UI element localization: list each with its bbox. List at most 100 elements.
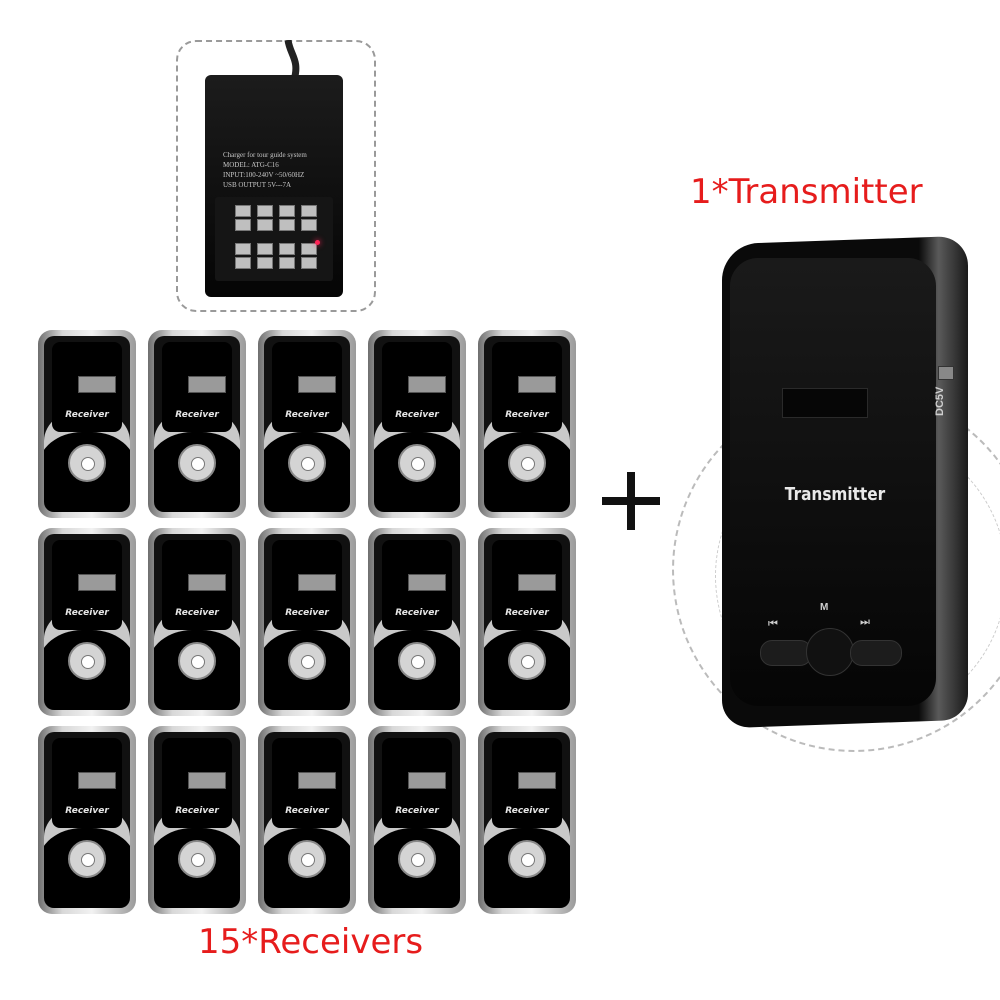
usb-port-icon <box>279 257 295 269</box>
receiver-control-wheel <box>398 642 436 680</box>
usb-port-icon <box>938 366 954 380</box>
usb-port-icon <box>235 243 251 255</box>
receiver-label: Receiver <box>285 806 329 816</box>
receiver-top-panel: Receiver <box>162 540 232 630</box>
receiver-wheel-hub <box>301 853 315 867</box>
receiver-device: Receiver <box>148 726 246 914</box>
charger-ports-panel <box>215 197 333 281</box>
receiver-inner: Receiver <box>264 732 350 908</box>
receiver-screen <box>408 772 446 789</box>
receiver-wheel-hub <box>191 853 205 867</box>
transmitter-label: Transmitter <box>784 484 886 505</box>
receiver-top-panel: Receiver <box>272 738 342 828</box>
receiver-screen <box>78 376 116 393</box>
usb-port-icon <box>257 205 273 217</box>
receiver-top-panel: Receiver <box>382 540 452 630</box>
receiver-control-wheel <box>288 444 326 482</box>
receiver-label: Receiver <box>505 806 549 816</box>
receiver-wheel-hub <box>521 457 535 471</box>
usb-port-icon <box>301 243 317 255</box>
charger-frame <box>176 40 376 312</box>
receiver-device: Receiver <box>478 726 576 914</box>
receiver-inner: Receiver <box>154 534 240 710</box>
receiver-wheel-hub <box>411 457 425 471</box>
usb-port-icon <box>279 243 295 255</box>
receiver-label: Receiver <box>505 410 549 420</box>
transmitter-caption: 1*Transmitter <box>690 172 923 212</box>
receiver-wheel-hub <box>81 853 95 867</box>
receiver-top-panel: Receiver <box>492 738 562 828</box>
transmitter-screen <box>782 388 868 418</box>
transmitter-face: Transmitter M ⏮ ⏭ <box>730 258 936 706</box>
charger-cable <box>284 40 300 80</box>
receiver-control-wheel <box>398 444 436 482</box>
receiver-label: Receiver <box>175 806 219 816</box>
receiver-wheel-hub <box>301 457 315 471</box>
charger-led-icon <box>315 240 320 245</box>
receiver-screen <box>518 376 556 393</box>
receiver-device: Receiver <box>258 726 356 914</box>
receiver-top-panel: Receiver <box>272 540 342 630</box>
receiver-label: Receiver <box>175 608 219 618</box>
receiver-control-wheel <box>508 444 546 482</box>
receiver-top-panel: Receiver <box>52 540 122 630</box>
transmitter-next-button <box>850 640 902 666</box>
receiver-inner: Receiver <box>264 534 350 710</box>
receiver-screen <box>188 772 226 789</box>
receiver-screen <box>298 376 336 393</box>
receiver-device: Receiver <box>368 528 466 716</box>
receiver-top-panel: Receiver <box>162 738 232 828</box>
usb-port-icon <box>279 219 295 231</box>
receiver-inner: Receiver <box>264 336 350 512</box>
usb-port-icon <box>257 219 273 231</box>
receiver-wheel-hub <box>411 655 425 669</box>
receiver-control-wheel <box>508 642 546 680</box>
transmitter-device: Transmitter M ⏮ ⏭ DC5V <box>722 235 968 729</box>
usb-port-icon <box>235 205 251 217</box>
receiver-inner: Receiver <box>374 732 460 908</box>
receiver-screen <box>78 574 116 591</box>
receiver-control-wheel <box>178 444 216 482</box>
receiver-control-wheel <box>508 840 546 878</box>
receiver-control-wheel <box>178 642 216 680</box>
receiver-control-wheel <box>68 642 106 680</box>
receiver-label: Receiver <box>395 410 439 420</box>
receiver-screen <box>408 574 446 591</box>
receiver-label: Receiver <box>285 410 329 420</box>
receiver-label: Receiver <box>65 410 109 420</box>
receiver-wheel-hub <box>521 853 535 867</box>
charger-label-line: INPUT:100-240V ~50/60HZ <box>223 171 305 179</box>
receiver-control-wheel <box>178 840 216 878</box>
receiver-inner: Receiver <box>44 732 130 908</box>
usb-port-icon <box>301 219 317 231</box>
usb-port-icon <box>235 219 251 231</box>
receiver-inner: Receiver <box>374 534 460 710</box>
receiver-wheel-hub <box>191 655 205 669</box>
receiver-top-panel: Receiver <box>492 540 562 630</box>
receiver-device: Receiver <box>478 330 576 518</box>
receiver-device: Receiver <box>258 330 356 518</box>
charger-label-line: USB OUTPUT 5V---7A <box>223 181 292 189</box>
receiver-control-wheel <box>68 444 106 482</box>
charger-label-line: MODEL: ATG-C16 <box>223 161 279 169</box>
receiver-inner: Receiver <box>44 336 130 512</box>
receiver-top-panel: Receiver <box>52 342 122 432</box>
receiver-screen <box>408 376 446 393</box>
receiver-screen <box>298 772 336 789</box>
receiver-label: Receiver <box>395 608 439 618</box>
receiver-wheel-hub <box>521 655 535 669</box>
receiver-control-wheel <box>288 642 326 680</box>
usb-port-icon <box>257 243 273 255</box>
receiver-control-wheel <box>398 840 436 878</box>
transmitter-m-button <box>806 628 854 676</box>
receiver-inner: Receiver <box>154 732 240 908</box>
transmitter-m-label: M <box>820 602 829 613</box>
receiver-top-panel: Receiver <box>272 342 342 432</box>
receiver-wheel-hub <box>301 655 315 669</box>
receiver-screen <box>188 574 226 591</box>
previous-icon: ⏮ <box>768 618 778 630</box>
receiver-control-wheel <box>68 840 106 878</box>
receiver-inner: Receiver <box>44 534 130 710</box>
receiver-wheel-hub <box>191 457 205 471</box>
receiver-device: Receiver <box>148 330 246 518</box>
